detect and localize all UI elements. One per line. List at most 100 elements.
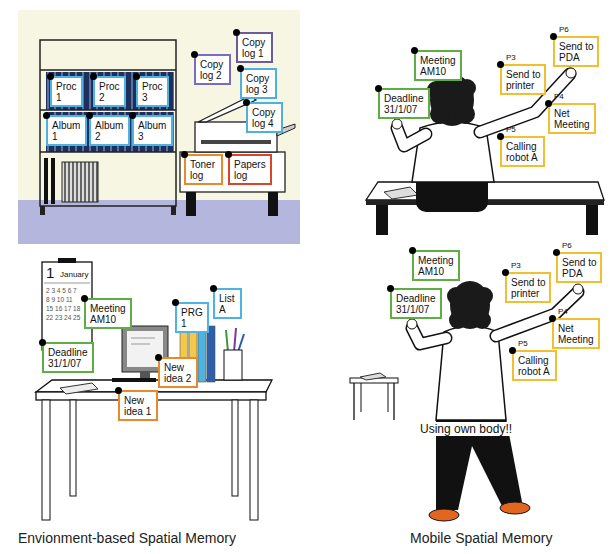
- sticky-note: PRG 1: [175, 302, 209, 333]
- shelf-frame: [40, 40, 176, 206]
- pin-dot: [550, 33, 557, 40]
- sticky-note: List A: [213, 288, 242, 319]
- note-text: Deadline 31/1/07: [384, 93, 425, 115]
- shelf-board: [40, 69, 176, 71]
- desk-leg: [250, 400, 258, 520]
- table-leg: [268, 192, 278, 216]
- sticky-note: Copy log 2: [194, 54, 231, 85]
- binder-row: [46, 72, 174, 110]
- note-text: Proc 3: [142, 81, 164, 103]
- pin-dot: [237, 65, 244, 72]
- arm: [412, 328, 446, 344]
- note-text: Send to printer: [511, 277, 546, 299]
- pin-dot: [39, 339, 46, 346]
- sticky-note: Send to printerP3: [500, 64, 546, 95]
- sticky-note: Album 3: [132, 115, 173, 146]
- desk-leg: [70, 400, 76, 496]
- pin-dot: [553, 249, 560, 256]
- sticky-note: Copy log 1: [236, 32, 273, 63]
- panel-caption: Mobile Spatial Memory: [410, 530, 552, 546]
- keyboard: [112, 378, 156, 382]
- desk-leg: [42, 400, 50, 520]
- sticky-note: Deadline 31/1/07: [390, 288, 442, 319]
- note-text: Album 3: [138, 120, 168, 142]
- pin-dot: [233, 29, 240, 36]
- table-leg: [186, 192, 196, 216]
- table-leg: [393, 383, 394, 420]
- pin-dot: [191, 51, 198, 58]
- radiator: [62, 162, 98, 202]
- note-text: Copy log 4: [252, 107, 278, 129]
- note-text: Meeting AM10: [90, 303, 127, 325]
- shelf-board: [40, 109, 176, 111]
- pin-dot: [497, 133, 504, 140]
- note-text: New idea 2: [164, 362, 193, 384]
- hair-curl: [430, 104, 450, 124]
- position-tag: P3: [506, 53, 516, 62]
- pin-dot: [411, 47, 418, 54]
- note-text: Deadline 31/1/07: [396, 293, 437, 315]
- shelf-leg: [40, 206, 45, 215]
- sticky-note: Send to PDAP6: [553, 36, 599, 67]
- note-text: Send to PDA: [559, 41, 594, 63]
- shoe: [429, 509, 459, 521]
- position-tag: P3: [511, 261, 521, 270]
- pin-dot: [86, 112, 93, 119]
- note-text: Calling robot A: [506, 141, 540, 163]
- note-text: List A: [219, 293, 237, 315]
- note-text: Copy log 3: [246, 73, 272, 95]
- sticky-note: Net MeetingP4: [548, 103, 596, 134]
- paper-sheet: [384, 187, 418, 199]
- sticky-note: New idea 2: [158, 357, 198, 388]
- pin-dot: [549, 315, 556, 322]
- sticky-note: Send to printerP3: [505, 272, 551, 303]
- pin-dot: [409, 247, 416, 254]
- table-leg: [353, 383, 354, 420]
- pin-dot: [47, 73, 54, 80]
- note-text: Proc 1: [56, 81, 78, 103]
- pin-dot: [129, 112, 136, 119]
- sticky-note: Copy log 3: [240, 68, 277, 99]
- pin-dot: [90, 73, 97, 80]
- sticky-note: Meeting AM10: [412, 250, 460, 281]
- hand: [566, 68, 576, 78]
- sticky-note: Net MeetingP4: [552, 318, 600, 349]
- position-tag: P6: [562, 241, 572, 250]
- table-leg: [361, 383, 362, 412]
- note-text: PRG 1: [181, 307, 204, 329]
- shoe: [500, 502, 530, 514]
- sticky-note: Papers log: [228, 154, 272, 185]
- arm: [397, 128, 426, 146]
- pen-cup: [224, 350, 242, 380]
- pen: [234, 328, 236, 352]
- pin-dot: [225, 151, 232, 158]
- sticky-note: Calling robot AP5: [500, 136, 545, 167]
- note-text: Send to printer: [506, 69, 541, 91]
- note-text: Proc 2: [99, 81, 121, 103]
- hand: [573, 284, 583, 294]
- annotation: Using own body!!: [418, 422, 514, 436]
- note-text: Send to PDA: [562, 257, 597, 279]
- position-tag: P5: [518, 339, 528, 348]
- screen-line: [131, 338, 155, 339]
- pin-dot: [81, 295, 88, 302]
- position-tag: P4: [558, 307, 568, 316]
- sticky-note: Calling robot AP5: [512, 350, 557, 381]
- calendar-ring: [58, 258, 76, 263]
- pin-dot: [497, 61, 504, 68]
- calendar-day: 1: [46, 264, 54, 281]
- sticky-note: New idea 1: [118, 390, 158, 421]
- pin-dot: [210, 285, 217, 292]
- binder: [207, 326, 215, 382]
- calendar-row: 8 9 10 11: [46, 296, 73, 303]
- desk-leg: [376, 205, 388, 235]
- sticky-note: Deadline 31/1/07: [42, 342, 94, 373]
- book-bar: [51, 158, 55, 204]
- shelf-board: [40, 151, 176, 153]
- sticky-note: Proc 3: [136, 76, 169, 107]
- pin-dot: [43, 112, 50, 119]
- hair-curl: [449, 311, 467, 329]
- pin-dot: [545, 100, 552, 107]
- sticky-note: Toner log: [184, 154, 223, 185]
